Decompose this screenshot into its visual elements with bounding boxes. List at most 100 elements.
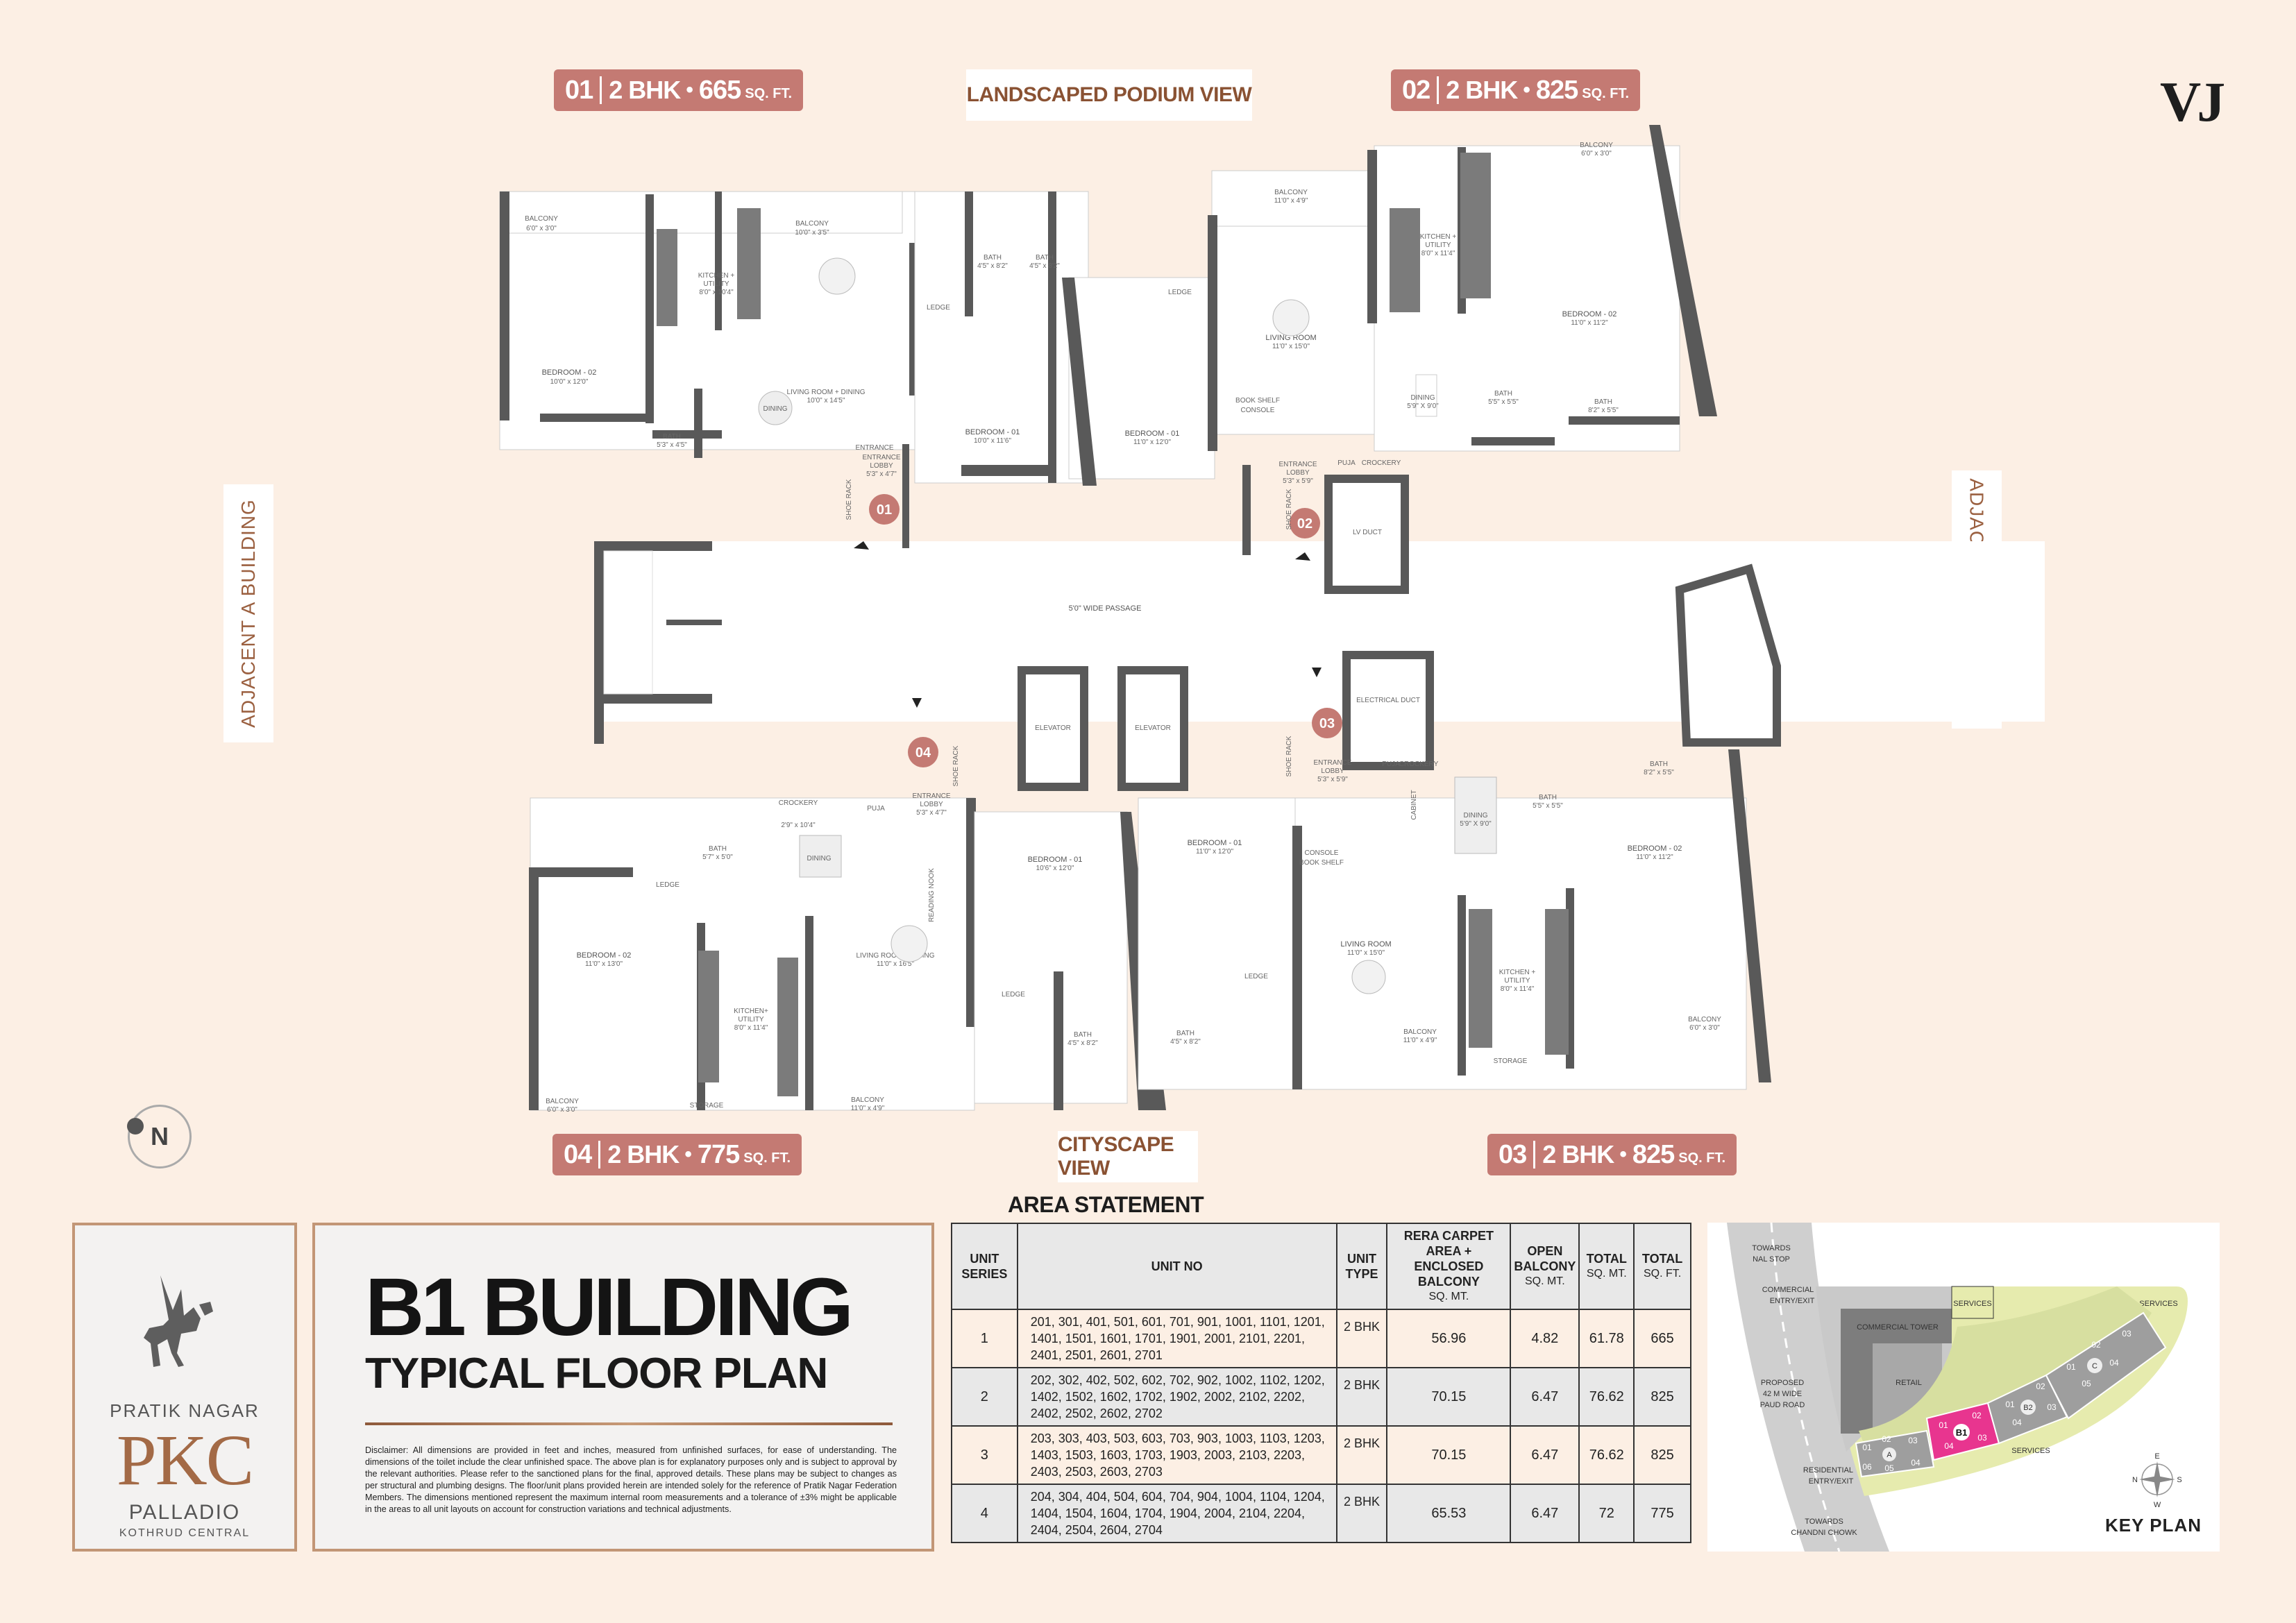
view-label-bottom: CITYSCAPE VIEW [1058,1131,1198,1182]
bullet-icon: • [686,78,693,101]
unit-03-plan: BEDROOM - 01 11'0" x 12'0" BATH 4'5" x 8… [1138,749,1771,1090]
svg-text:BATH: BATH [1594,398,1612,406]
svg-text:03: 03 [1977,1433,1987,1443]
svg-text:S: S [2177,1476,2181,1484]
svg-text:03: 03 [1908,1436,1918,1445]
svg-text:10'0" x 11'6": 10'0" x 11'6" [974,437,1012,445]
svg-text:CHANDNI CHOWK: CHANDNI CHOWK [1791,1529,1857,1537]
svg-text:6'0" x 3'0": 6'0" x 3'0" [1689,1024,1720,1032]
svg-text:4'5" x 8'2": 4'5" x 8'2" [1067,1039,1098,1047]
unit-tag-03: 03 2 BHK • 825 SQ. FT. [1487,1134,1737,1175]
unit-area: 665 [698,75,741,105]
svg-text:03: 03 [2047,1402,2057,1412]
north-dot [127,1118,144,1135]
svg-text:ENTRANCE: ENTRANCE [1278,461,1317,468]
col-header-series: UNIT SERIES [951,1223,1018,1310]
svg-text:CONSOLE: CONSOLE [1305,849,1339,857]
svg-text:STORAGE: STORAGE [1494,1057,1528,1065]
unit-type: 2 BHK [1542,1140,1614,1169]
svg-text:11'0" x 15'0": 11'0" x 15'0" [1347,949,1385,957]
cell-open-balcony: 4.82 [1510,1309,1580,1368]
svg-text:02: 02 [2036,1382,2045,1391]
unit-tag-04: 04 2 BHK • 775 SQ. FT. [552,1134,802,1175]
svg-text:5'5" x 5'5": 5'5" x 5'5" [1533,802,1563,810]
divider [1533,1141,1536,1169]
svg-text:PAUD ROAD: PAUD ROAD [1760,1401,1805,1409]
svg-text:UTILITY: UTILITY [703,280,729,288]
svg-text:W: W [2154,1501,2161,1509]
svg-text:CABINET: CABINET [1410,790,1418,819]
svg-text:5'9" X 9'0": 5'9" X 9'0" [1407,402,1439,410]
svg-text:4'5" x 8'2": 4'5" x 8'2" [1029,262,1060,270]
cell-unit-type: 2 BHK [1335,1309,1388,1368]
svg-text:PROPOSED: PROPOSED [1761,1379,1804,1387]
svg-text:UTILITY: UTILITY [1504,977,1530,985]
svg-text:UTILITY: UTILITY [738,1016,764,1023]
vj-logo: VJ [2160,70,2225,133]
svg-text:11'0" x 4'9": 11'0" x 4'9" [1274,197,1308,205]
divider [598,1141,601,1169]
entry-marker-04: 04 [915,745,931,760]
brand-sub-text: PALLADIO [128,1501,241,1524]
svg-text:E: E [2154,1452,2159,1461]
svg-text:DINING: DINING [763,405,788,413]
north-compass-icon: N [127,1105,192,1169]
svg-text:KITCHEN +: KITCHEN + [698,272,735,280]
svg-text:CROCKERY: CROCKERY [1362,459,1401,467]
svg-text:10'6" x 12'0": 10'6" x 12'0" [1036,865,1074,872]
svg-text:06: 06 [1862,1462,1872,1472]
area-statement-title: AREA STATEMENT [1008,1192,1204,1217]
svg-text:11'0" x 4'9": 11'0" x 4'9" [1403,1037,1437,1044]
cell-total-sqft: 825 [1633,1367,1691,1427]
developer-logo-panel: PRATIK NAGAR PKC PALLADIO KOTHRUD CENTRA… [72,1223,297,1552]
unit-area: 775 [697,1139,740,1169]
svg-text:KITCHEN+: KITCHEN+ [734,1008,768,1015]
svg-text:02: 02 [2091,1340,2101,1350]
bullet-icon: • [1619,1143,1627,1166]
svg-text:LIVING ROOM: LIVING ROOM [1340,940,1391,949]
svg-text:PUJA: PUJA [1337,459,1356,467]
svg-text:4'5" x 8'2": 4'5" x 8'2" [1170,1038,1201,1046]
svg-text:LOBBY: LOBBY [920,801,943,808]
cell-rera-area: 65.53 [1386,1484,1512,1543]
unit-number: 04 [564,1139,592,1169]
unit-01-plan: BALCONY 6'0" x 3'0" BALCONY 10'0" x 3'5"… [499,191,918,458]
svg-text:03: 03 [2122,1329,2132,1339]
svg-text:BATH: BATH [1036,254,1054,262]
svg-text:SHOE RACK: SHOE RACK [1285,488,1293,529]
cell-rera-area: 56.96 [1386,1309,1512,1368]
unit-area: 825 [1535,75,1578,105]
unit-01-master: BATH 4'5" x 8'2" BATH 4'5" x 8'2" BEDROO… [862,191,1089,484]
svg-text:PUJA: PUJA [867,805,885,813]
unit-type: 2 BHK [607,1140,679,1169]
svg-text:SHOE RACK: SHOE RACK [952,745,960,786]
cell-total-sqmt: 72 [1578,1484,1635,1543]
svg-text:11'0" x 15'0": 11'0" x 15'0" [1272,343,1310,350]
unit-tag-02: 02 2 BHK • 825 SQ. FT. [1391,69,1641,111]
cell-series: 1 [951,1309,1018,1368]
area-unit: SQ. FT. [745,85,793,101]
svg-text:BATH: BATH [1074,1031,1092,1039]
svg-text:CROCKERY: CROCKERY [779,799,818,807]
svg-text:10'0" x 3'5": 10'0" x 3'5" [795,229,829,237]
paud-road [1727,1223,1889,1552]
svg-text:04: 04 [1944,1441,1954,1451]
svg-text:LOBBY: LOBBY [1286,469,1310,477]
svg-text:8'0" x 11'4": 8'0" x 11'4" [734,1024,768,1032]
svg-text:BATH: BATH [984,254,1002,262]
brand-main-text: PKC [116,1420,254,1500]
table-row: 3 203, 303, 403, 503, 603, 703, 903, 100… [951,1425,1691,1485]
svg-text:11'0" x 12'0": 11'0" x 12'0" [1133,439,1172,446]
unit-type: 2 BHK [609,76,681,104]
svg-text:05: 05 [1884,1463,1894,1473]
svg-text:RETAIL: RETAIL [1896,1379,1922,1387]
svg-text:11'0" x 11'2": 11'0" x 11'2" [1571,319,1608,327]
bullet-icon: • [684,1143,692,1166]
cell-series: 2 [951,1367,1018,1427]
view-label-top: LANDSCAPED PODIUM VIEW [966,69,1252,121]
svg-text:2'9" x 10'4": 2'9" x 10'4" [781,822,816,829]
svg-text:LIVING ROOM: LIVING ROOM [1265,334,1316,342]
svg-text:ELEVATOR: ELEVATOR [1035,724,1071,732]
